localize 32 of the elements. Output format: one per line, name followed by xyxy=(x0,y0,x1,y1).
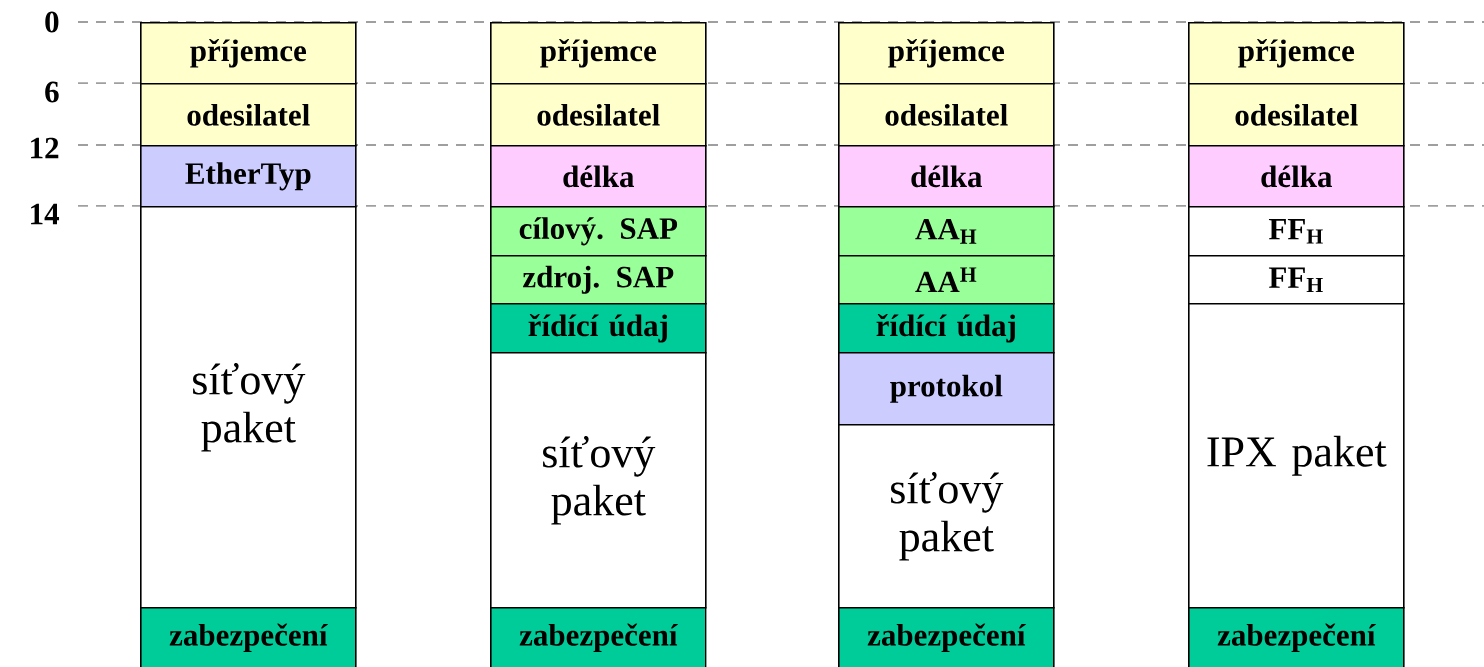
header-field: odesilatel xyxy=(490,83,707,147)
header-field: příjemce xyxy=(140,22,357,85)
header-field: zabezpečení xyxy=(490,607,707,667)
header-field: řídící údaj xyxy=(838,303,1055,354)
header-field: zabezpečení xyxy=(838,607,1055,667)
header-field: cílový. SAP xyxy=(490,206,707,257)
header-field: délka xyxy=(490,145,707,208)
header-field: protokol xyxy=(838,352,1055,426)
header-field: odesilatel xyxy=(838,83,1055,147)
header-field: zabezpečení xyxy=(1188,607,1405,667)
paket-field: síťový paket xyxy=(490,352,707,609)
header-field: řídící údaj xyxy=(490,303,707,354)
header-field: příjemce xyxy=(838,22,1055,85)
header-field: délka xyxy=(1188,145,1405,208)
header-field: zabezpečení xyxy=(140,607,357,667)
header-field: příjemce xyxy=(1188,22,1405,85)
header-field: délka xyxy=(838,145,1055,208)
offset-label: 0 xyxy=(45,11,59,33)
header-field: FF$_{H}$ xyxy=(1188,206,1405,257)
header-field: AA$_{H}$ xyxy=(838,206,1055,257)
header-field: odesilatel xyxy=(140,83,357,147)
offset-label: 6 xyxy=(45,81,59,103)
header-field: FF$_{H}$ xyxy=(1188,255,1405,305)
header-field: odesilatel xyxy=(1188,83,1405,147)
offset-label: 14 xyxy=(31,203,60,225)
paket-field: síťový paket xyxy=(838,424,1055,609)
header-field: EtherTyp xyxy=(140,145,357,208)
header-field: zdroj. SAP xyxy=(490,255,707,305)
paket-field: síťový paket xyxy=(140,206,357,609)
header-field: AA$^{H}$ xyxy=(838,255,1055,305)
offset-label: 12 xyxy=(31,137,59,159)
header-field: příjemce xyxy=(490,22,707,85)
